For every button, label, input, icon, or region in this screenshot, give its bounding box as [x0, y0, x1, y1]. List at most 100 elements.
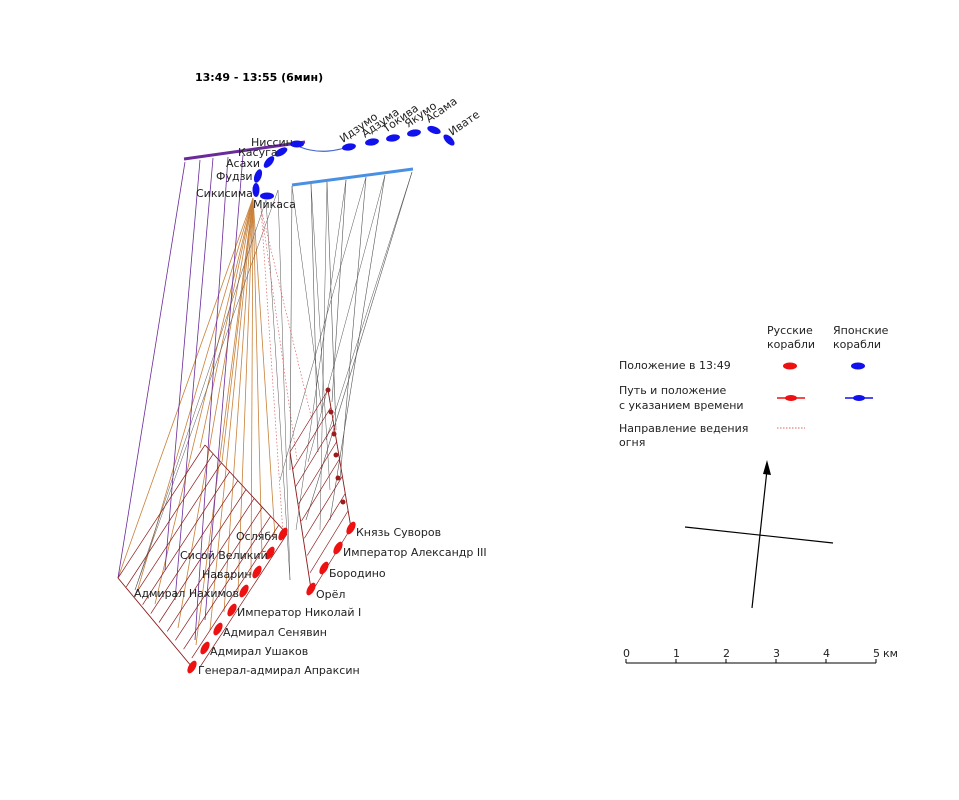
- fire-line-gray: [291, 185, 323, 413]
- track-position-dot: [331, 431, 337, 437]
- track-line: [191, 524, 280, 659]
- fire-line-gray: [305, 171, 413, 521]
- legend-russian-track-marker: [785, 395, 797, 401]
- compass-north-line: [751, 469, 768, 609]
- track-line: [295, 424, 335, 487]
- track-position-dot: [328, 409, 334, 415]
- russian-ship-label: Бородино: [329, 567, 386, 580]
- fire-line-gray: [325, 171, 413, 441]
- japanese-ship-marker: [260, 192, 274, 200]
- track-line: [166, 498, 255, 632]
- japanese-ship-label: Фудзи: [216, 170, 253, 183]
- japanese-ship-label: Микаса: [253, 198, 296, 211]
- russian-ship-markers: [187, 521, 356, 674]
- fire-line-purple: [174, 157, 214, 601]
- legend-russian-position-marker: [783, 362, 797, 370]
- track-line: [134, 462, 222, 596]
- russian-ship-marker: [278, 527, 288, 541]
- scale-tick-label: 5: [873, 647, 880, 660]
- track-position-dot: [340, 499, 346, 505]
- legend-row-fire-line1: Направление ведения: [619, 422, 748, 435]
- track-line: [142, 471, 230, 605]
- russian-ship-label: Император Александр III: [343, 546, 487, 559]
- legend-row-position: Положение в 13:49: [619, 359, 731, 372]
- russian-ship-marker: [333, 541, 343, 555]
- legend-col-japanese-line2: корабли: [833, 338, 881, 351]
- japanese-ship-label: Ивате: [446, 108, 482, 139]
- russian-ship-label: Сисой Великий: [180, 549, 268, 562]
- legend-col-japanese-line1: Японские: [833, 324, 889, 337]
- japanese-ship-marker: [443, 134, 455, 146]
- compass-east-west-line: [684, 526, 834, 544]
- scale-tick-label: 2: [723, 647, 730, 660]
- japanese-ship-labels: НиссинКасугаАсахиФудзиСикисимаМикасаИдзу…: [196, 95, 482, 211]
- scale-tick-label: 1: [673, 647, 680, 660]
- fire-line-orange: [117, 197, 254, 579]
- legend-row-track-line1: Путь и положение: [619, 384, 727, 397]
- fire-line-purple: [164, 159, 201, 571]
- russian-ship-label: Князь Суворов: [356, 526, 441, 539]
- japanese-ship-markers: [252, 125, 455, 200]
- track-line: [175, 507, 263, 641]
- track-line: [298, 441, 337, 504]
- russian-ship-label: Адмирал Нахимов: [134, 587, 239, 600]
- fire-line-gray: [134, 189, 279, 591]
- japanese-ship-marker: [253, 169, 263, 183]
- russian-ship-label: Наварин: [202, 568, 252, 581]
- japanese-ship-label: Ниссин: [251, 136, 293, 149]
- fire-line-gray: [331, 179, 347, 403]
- track-position-dot: [335, 475, 341, 481]
- japanese-battleship-track: [291, 167, 414, 187]
- japanese-ship-marker: [342, 143, 356, 151]
- russian-ship-marker: [252, 565, 262, 579]
- japanese-ship-marker: [263, 156, 275, 168]
- russian-ship-label: Император Николай I: [237, 606, 361, 619]
- track-line: [309, 510, 349, 573]
- track-position-dot: [325, 387, 331, 393]
- track-line: [158, 489, 247, 623]
- scale-tick-label: 0: [623, 647, 630, 660]
- japanese-ship-label: Асахи: [226, 157, 260, 170]
- fire-line-gray: [326, 181, 337, 431]
- track-position-dot: [333, 452, 339, 458]
- fire-line-orange: [250, 197, 254, 576]
- fire-line-orange: [199, 197, 254, 449]
- legend-row-track-line2: с указанием времени: [619, 399, 744, 412]
- fire-line-gray: [319, 181, 328, 531]
- japanese-ship-label: Сикисима: [196, 187, 253, 200]
- fire-lines: [117, 154, 413, 646]
- fire-line-orange: [154, 197, 254, 605]
- fire-line-dotted: [260, 207, 298, 461]
- japanese-ship-marker: [274, 147, 288, 157]
- legend-col-russian-line1: Русские: [767, 324, 813, 337]
- track-line: [117, 577, 193, 668]
- japanese-ship-marker: [427, 125, 441, 135]
- fire-line-gray: [279, 176, 367, 481]
- russian-ship-marker: [227, 603, 237, 617]
- russian-track-lines: [117, 387, 352, 668]
- russian-ship-marker: [239, 584, 249, 598]
- japanese-ship-marker: [290, 140, 304, 148]
- fire-line-gray: [277, 189, 291, 581]
- russian-ship-marker: [319, 561, 329, 575]
- russian-ship-label: Орёл: [316, 588, 345, 601]
- fire-line-orange: [209, 197, 254, 631]
- japanese-ship-label: Касуга: [238, 146, 278, 159]
- track-line: [312, 527, 352, 591]
- russian-ship-label: Ослябя: [236, 530, 278, 543]
- north-arrow-icon: [763, 460, 771, 475]
- fire-line-orange: [252, 197, 263, 557]
- russian-ship-label: Генерал-адмирал Апраксин: [198, 664, 360, 677]
- fire-line-orange: [221, 197, 254, 463]
- fire-line-gray: [289, 185, 293, 471]
- track-line: [304, 476, 343, 539]
- map-title: 13:49 - 13:55 (6мин): [195, 71, 323, 84]
- legend-japanese-track-marker: [853, 395, 865, 401]
- russian-ship-label: Адмирал Сенявин: [223, 626, 327, 639]
- fire-line-orange: [252, 197, 276, 538]
- fire-line-gray: [265, 199, 291, 581]
- fire-line-orange: [177, 197, 254, 629]
- japanese-ship-marker: [365, 138, 379, 146]
- fire-line-orange: [195, 197, 254, 646]
